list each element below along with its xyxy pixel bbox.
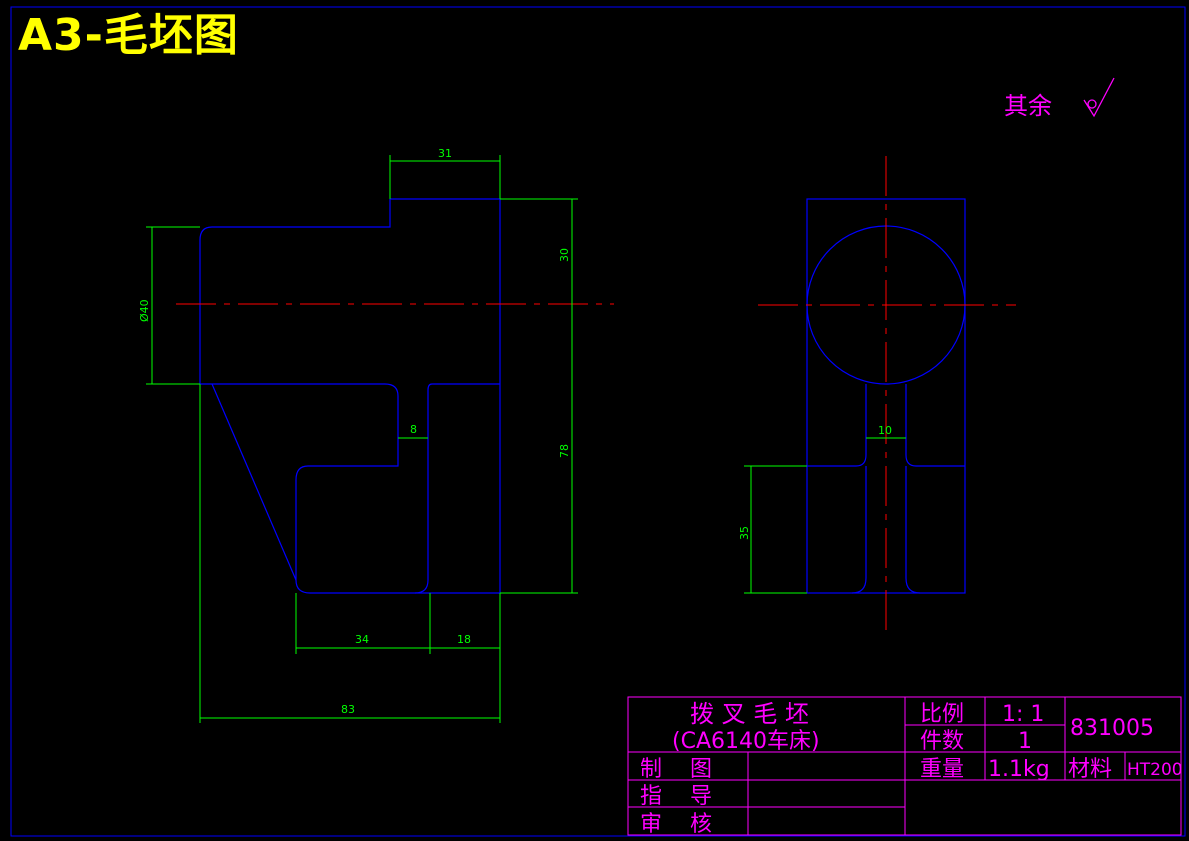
- front-view: [199, 198, 501, 594]
- sheet-border: [10, 6, 1186, 837]
- dim-10: 10: [878, 424, 892, 437]
- side-view-rib: [807, 384, 965, 594]
- roughness-note: 其余: [1004, 92, 1052, 120]
- roughness-symbol-icon: [1083, 77, 1115, 118]
- tb-qty-label: 件数: [920, 729, 964, 754]
- front-dimensions: [146, 155, 578, 723]
- dim-83: 83: [341, 703, 355, 716]
- dim-40: Ø40: [138, 299, 151, 322]
- dim-31: 31: [438, 147, 452, 160]
- dim-8: 8: [410, 423, 417, 436]
- front-view-slant: [211, 383, 297, 581]
- tb-guide-label: 指 导: [640, 784, 712, 809]
- tb-part-name: 拨 叉 毛 坯: [690, 700, 809, 728]
- sheet-title: A3-毛坯图: [18, 10, 239, 61]
- tb-scale-value: 1: 1: [1002, 702, 1044, 727]
- tb-weight-label: 重量: [920, 757, 964, 782]
- dim-35: 35: [738, 526, 751, 540]
- tb-scale-label: 比例: [920, 702, 964, 727]
- tb-machine: (CA6140车床): [672, 729, 820, 754]
- front-view-rib: [414, 400, 429, 594]
- tb-drawing-no: 831005: [1070, 716, 1154, 741]
- front-view-outline-upper: [199, 198, 501, 594]
- tb-drawn-label: 制 图: [640, 757, 712, 782]
- tb-material-value: HT200: [1127, 760, 1183, 780]
- dim-18: 18: [457, 633, 471, 646]
- dim-78: 78: [558, 444, 571, 458]
- tb-check-label: 审 核: [640, 812, 712, 837]
- tb-qty-value: 1: [1018, 729, 1032, 754]
- tb-material-label: 材料: [1068, 757, 1112, 782]
- tb-weight-value: 1.1kg: [988, 757, 1050, 782]
- dim-30: 30: [558, 248, 571, 262]
- dim-34: 34: [355, 633, 369, 646]
- title-block: [627, 696, 1182, 836]
- side-dimensions: [744, 437, 906, 594]
